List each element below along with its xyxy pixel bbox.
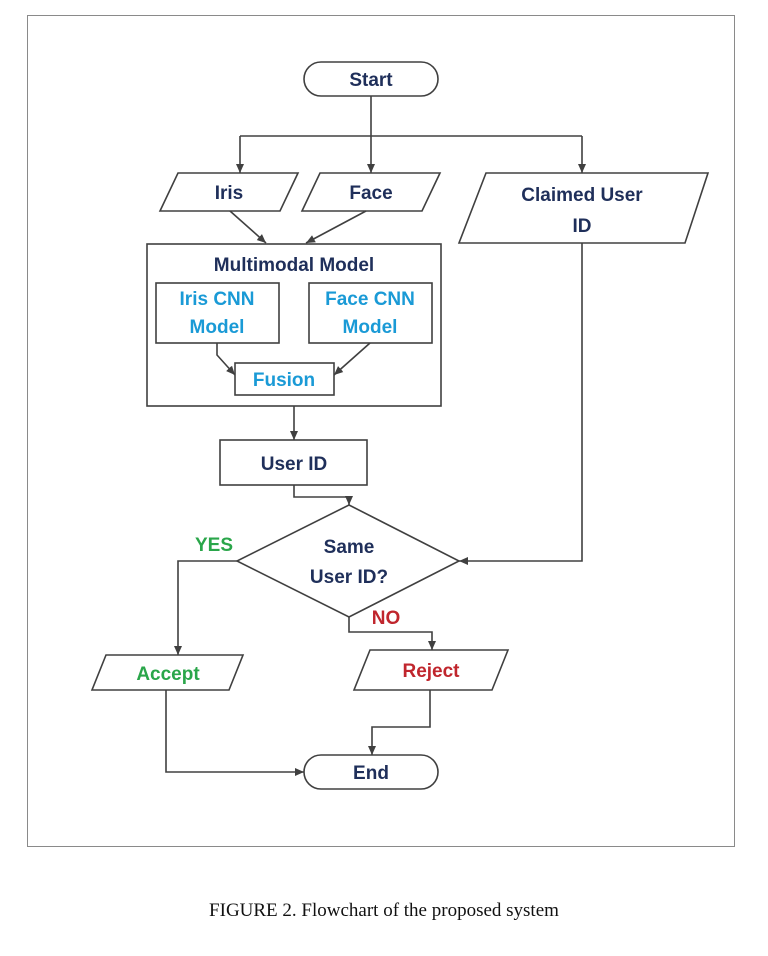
- same-user-id-decision: [235, 504, 461, 618]
- claimed-id-label: ID: [573, 216, 592, 237]
- face-cnn-label: Face CNN: [325, 289, 415, 310]
- multimodal-model-label: Multimodal Model: [214, 255, 374, 276]
- figure-caption: FIGURE 2. Flowchart of the proposed syst…: [209, 900, 559, 921]
- fusion-box: [234, 362, 335, 396]
- fusion-label: Fusion: [253, 370, 315, 391]
- iris-input-shape: [158, 172, 300, 212]
- start-label: Start: [349, 70, 393, 91]
- yes-branch-arrow: [174, 560, 237, 655]
- iris-label: Iris: [215, 183, 244, 204]
- accept-label: Accept: [136, 664, 200, 685]
- decision-same-label: Same: [324, 537, 375, 558]
- face-to-model-arrow: [305, 210, 367, 244]
- user-id-label: User ID: [261, 454, 328, 475]
- no-branch-arrow: [348, 617, 436, 650]
- iris-cnn-to-fusion-arrow: [216, 343, 236, 376]
- accept-output-shape: [90, 654, 245, 691]
- face-label: Face: [349, 183, 392, 204]
- figure-frame: [27, 15, 735, 847]
- face-cnn-to-fusion-arrow: [333, 342, 371, 376]
- start-connectors: [236, 96, 586, 173]
- face-input-shape: [300, 172, 442, 212]
- iris-model-label: Model: [190, 317, 245, 338]
- no-label: NO: [372, 608, 401, 629]
- accept-to-end-arrow: [165, 690, 304, 776]
- claimed-id-to-decision-arrow: [459, 243, 583, 565]
- iris-cnn-label: Iris CNN: [180, 289, 255, 310]
- face-model-label: Model: [343, 317, 398, 338]
- reject-to-end-arrow: [368, 690, 431, 755]
- decision-user-id-label: User ID?: [310, 567, 388, 588]
- claimed-user-label: Claimed User: [521, 185, 643, 206]
- yes-label: YES: [195, 535, 233, 556]
- iris-to-model-arrow: [229, 210, 267, 244]
- user-id-to-decision-arrow: [293, 485, 353, 505]
- reject-output-shape: [352, 649, 510, 691]
- claimed-user-id-input-shape: [457, 172, 710, 244]
- end-label: End: [353, 763, 389, 784]
- face-cnn-model-box: [308, 282, 433, 344]
- reject-label: Reject: [402, 661, 460, 682]
